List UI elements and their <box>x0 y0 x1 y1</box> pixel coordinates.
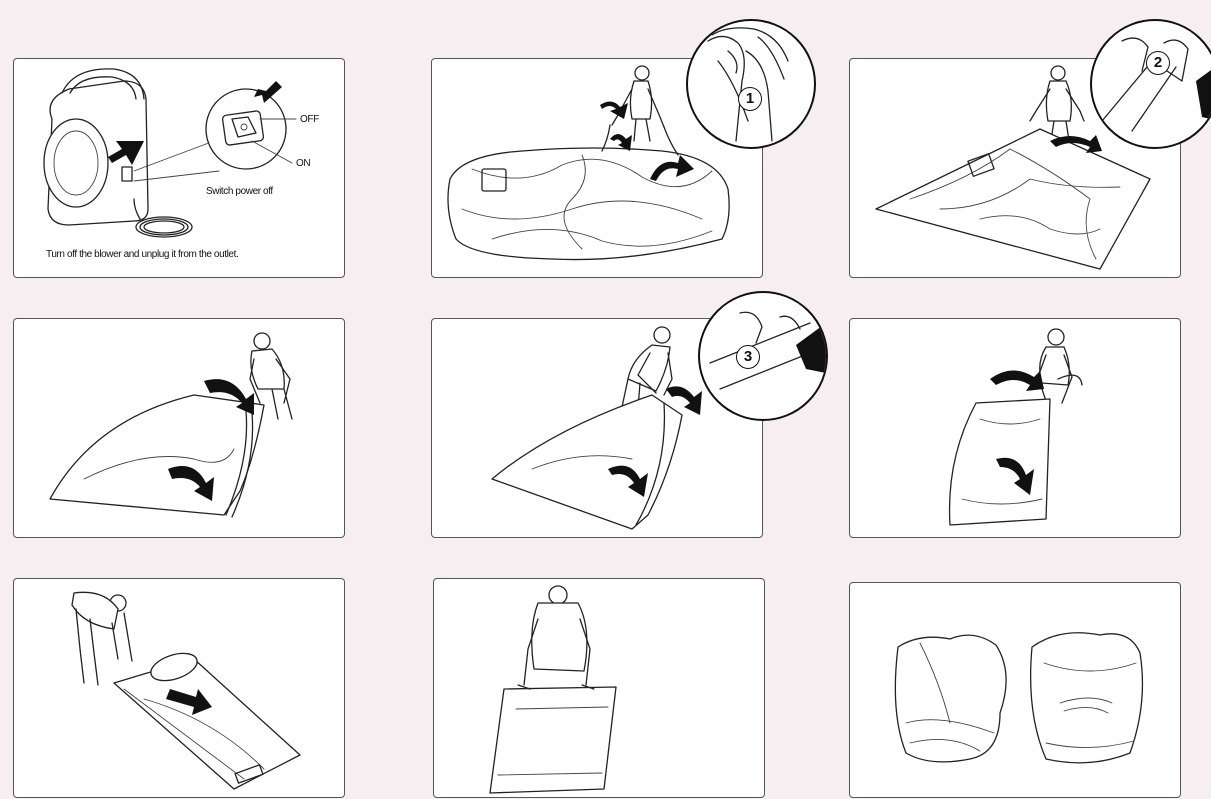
press-down-illustration <box>434 579 764 797</box>
blower-illustration <box>14 59 344 277</box>
panel-fold-again: 3 <box>431 318 763 538</box>
step-number-1: 1 <box>738 87 762 111</box>
switch-caption: Switch power off <box>206 186 273 197</box>
panel-fold-half <box>13 318 345 538</box>
instruction-caption: Turn off the blower and unplug it from t… <box>46 249 238 260</box>
off-label: OFF <box>300 114 319 125</box>
step-number-3: 3 <box>736 345 760 369</box>
panel-roll-up <box>13 578 345 798</box>
detail-inset-3: 3 <box>698 291 828 421</box>
bundled-illustration <box>850 583 1180 797</box>
fold-strip-illustration <box>850 319 1180 537</box>
step-number-2: 2 <box>1146 51 1170 75</box>
roll-up-illustration <box>14 579 344 797</box>
panel-press-down <box>433 578 765 798</box>
panel-fold-strip <box>849 318 1181 538</box>
panel-bundled <box>849 582 1181 798</box>
panel-grab-corners: 1 <box>431 58 763 278</box>
on-label: ON <box>296 158 310 169</box>
detail-inset-2: 2 <box>1090 19 1211 149</box>
detail-inset-1: 1 <box>686 19 816 149</box>
panel-spread-flat: 2 <box>849 58 1181 278</box>
fold-half-illustration <box>14 319 344 537</box>
panel-turn-off-blower: OFF ON Switch power off Turn off the blo… <box>13 58 345 278</box>
